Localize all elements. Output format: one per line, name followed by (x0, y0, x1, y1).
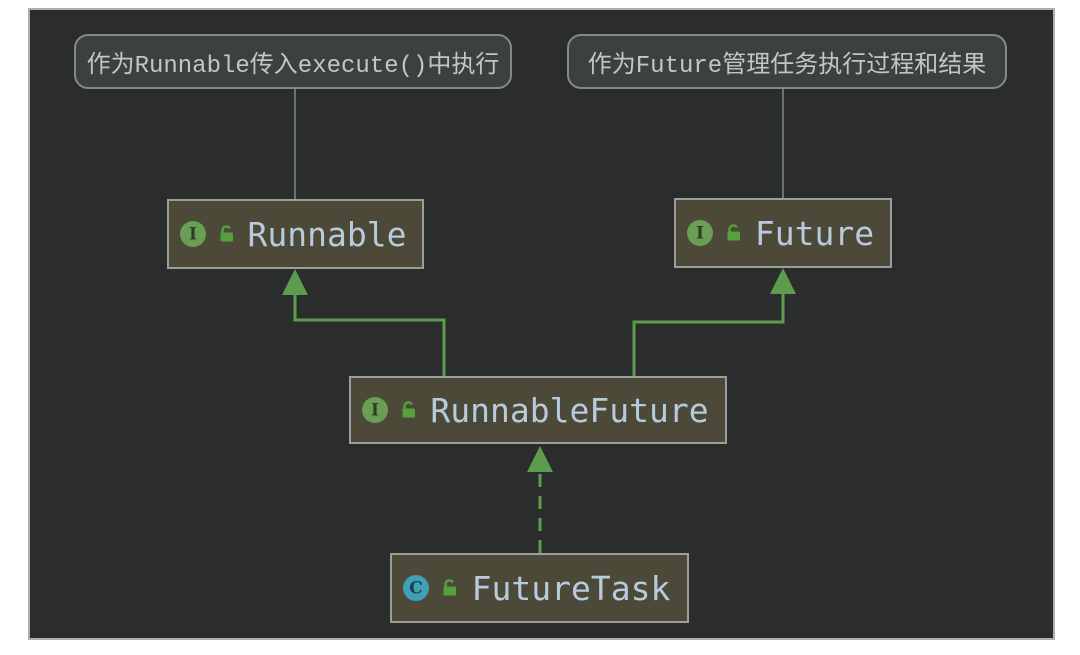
node-runnablefuture[interactable]: I RunnableFuture (349, 376, 727, 444)
node-label: Runnable (247, 214, 407, 254)
svg-text:I: I (696, 224, 704, 244)
edges-layer (282, 89, 796, 553)
lock-icon (396, 399, 418, 421)
interface-icon: I (179, 220, 207, 248)
lock-icon (437, 577, 459, 599)
svg-text:I: I (189, 225, 197, 245)
node-label: RunnableFuture (430, 390, 709, 430)
svg-text:C: C (409, 579, 423, 599)
node-runnable[interactable]: I Runnable (167, 199, 424, 269)
class-icon: C (402, 574, 430, 602)
svg-text:I: I (371, 401, 379, 421)
extends-arrowhead-runnable (282, 269, 308, 295)
implements-arrowhead-runnablefuture (527, 446, 553, 472)
note-runnable[interactable]: 作为Runnable传入execute()中执行 (74, 34, 512, 89)
lock-icon (721, 222, 743, 244)
note-future-text: 作为Future管理任务执行过程和结果 (587, 52, 987, 80)
interface-icon: I (361, 396, 389, 424)
lock-icon (214, 223, 236, 245)
extends-edge-future (632, 294, 785, 376)
extends-edge-runnable (293, 294, 446, 376)
node-future[interactable]: I Future (674, 198, 892, 268)
note-runnable-text: 作为Runnable传入execute()中执行 (86, 52, 500, 80)
note-future[interactable]: 作为Future管理任务执行过程和结果 (567, 34, 1007, 89)
interface-icon: I (686, 219, 714, 247)
node-label: Future (754, 213, 875, 253)
node-label: FutureTask (471, 568, 671, 608)
node-futuretask[interactable]: C FutureTask (390, 553, 689, 623)
diagram-panel: 作为Runnable传入execute()中执行 作为Future管理任务执行过… (28, 8, 1055, 640)
extends-arrowhead-future (770, 268, 796, 294)
